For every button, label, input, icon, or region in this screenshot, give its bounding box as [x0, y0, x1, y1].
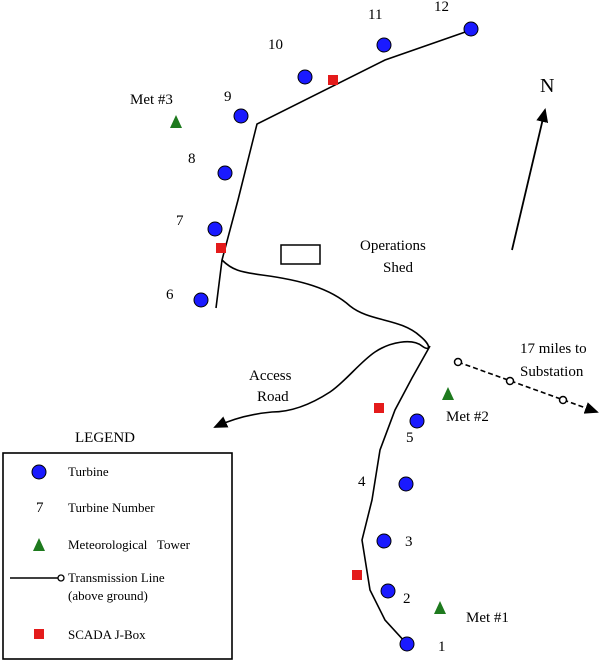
turbine-9 — [233, 108, 249, 124]
transmission-line-to-substation — [453, 357, 599, 414]
turbine-number-4: 4 — [358, 474, 366, 490]
met-tower-3-label: Met #3 — [130, 92, 173, 108]
access-road-line — [213, 259, 430, 428]
legend-item-transmission-label-line-2: (above ground) — [68, 588, 148, 603]
turbine-number-5: 5 — [406, 430, 414, 446]
legend-title: LEGEND — [75, 430, 135, 446]
substation-label-line-2: Substation — [520, 364, 584, 380]
met-tower-triangle-icon — [33, 538, 45, 551]
legend-item-met-tower-label: Meteorological Tower — [68, 537, 191, 552]
turbine-11 — [376, 37, 392, 53]
operations-shed-label-line-2: Shed — [383, 260, 414, 276]
scada-jbox — [216, 243, 226, 253]
legend: LEGEND Turbine 7 Turbine Number Meteorol… — [2, 430, 233, 660]
turbine-number-6: 6 — [166, 287, 174, 303]
access-road-label-line-1: Access — [249, 368, 292, 384]
met-tower-1 — [434, 601, 446, 614]
collection-line-south — [361, 345, 431, 644]
turbine-number-1: 1 — [438, 639, 446, 655]
legend-item-turbine-number-label: Turbine Number — [68, 500, 155, 515]
legend-item-turbine-label: Turbine — [68, 464, 109, 479]
turbine-number-9: 9 — [224, 89, 232, 105]
met-tower-2 — [442, 387, 454, 400]
turbine-number-12: 12 — [434, 0, 449, 15]
turbine-number-2: 2 — [403, 591, 411, 607]
transmission-line-icon — [10, 574, 65, 582]
met-tower-1-label: Met #1 — [466, 610, 509, 626]
turbine-number-11: 11 — [368, 7, 382, 23]
scada-jbox-square-icon — [34, 629, 44, 639]
turbine-8 — [217, 165, 233, 181]
north-label: N — [540, 75, 554, 97]
legend-item-scada-label: SCADA J-Box — [68, 627, 146, 642]
collection-line-north — [215, 29, 472, 309]
turbine-number-10: 10 — [268, 37, 283, 53]
met-tower-2-label: Met #2 — [446, 409, 489, 425]
legend-box — [2, 452, 233, 660]
turbines — [193, 21, 479, 652]
scada-jbox — [328, 75, 338, 85]
legend-turbine-number-sample: 7 — [36, 500, 44, 516]
scada-jbox — [374, 403, 384, 413]
turbine-7 — [207, 221, 223, 237]
met-tower-3 — [170, 115, 182, 128]
north-arrow — [511, 108, 549, 251]
turbine-5 — [409, 413, 425, 429]
substation-label-line-1: 17 miles to — [520, 341, 587, 357]
turbine-1 — [399, 636, 415, 652]
turbine-3 — [376, 533, 392, 549]
turbine-number-7: 7 — [176, 213, 184, 229]
operations-shed-label-line-1: Operations — [360, 238, 426, 254]
access-road-label-line-2: Road — [257, 389, 289, 405]
scada-jbox — [352, 570, 362, 580]
turbine-12 — [463, 21, 479, 37]
turbine-10 — [297, 69, 313, 85]
turbine-6 — [193, 292, 209, 308]
turbine-2 — [380, 583, 396, 599]
turbine-number-8: 8 — [188, 151, 196, 167]
operations-shed — [280, 244, 321, 265]
turbine-circle-icon — [31, 464, 47, 480]
legend-item-transmission-label-line-1: Transmission Line — [68, 570, 165, 585]
turbine-4 — [398, 476, 414, 492]
turbine-number-3: 3 — [405, 534, 413, 550]
scada-jboxes — [216, 75, 384, 580]
met-towers — [170, 115, 454, 614]
collection-lines — [215, 29, 472, 644]
turbine-numbers: 1 2 3 4 5 6 7 8 9 10 11 12 — [166, 0, 449, 655]
